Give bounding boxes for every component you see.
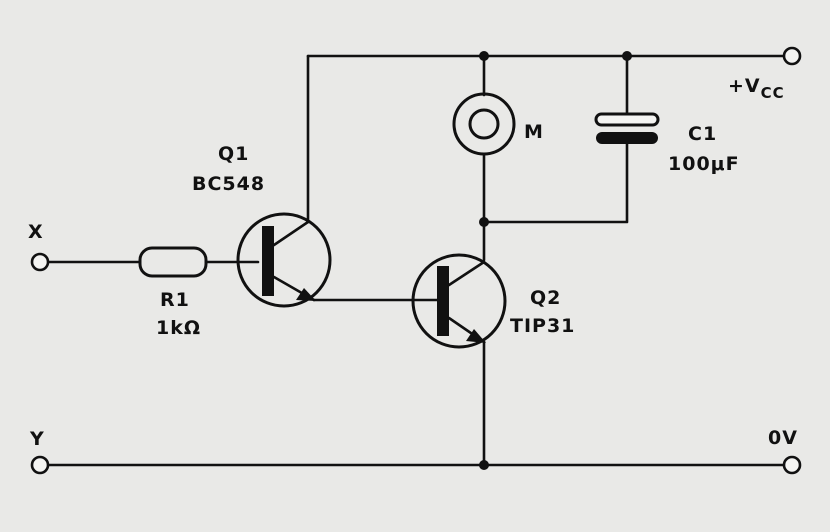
motor	[452, 92, 516, 156]
q2-part-label: TIP31	[510, 315, 575, 337]
c1-value-label: 100μF	[668, 153, 740, 175]
junction-dot	[479, 51, 489, 61]
terminal-y	[30, 455, 50, 475]
motor-label: M	[524, 121, 544, 143]
r1-resistor	[138, 246, 208, 278]
q2-ref-label: Q2	[530, 287, 561, 309]
c1-bottom-wire	[482, 138, 629, 224]
q1-ref-label: Q1	[218, 143, 249, 165]
terminal-vcc	[782, 46, 802, 66]
ground-label: 0V	[768, 427, 798, 449]
c1-capacitor	[594, 112, 660, 144]
junction-dot	[622, 51, 632, 61]
input-x-label: X	[28, 221, 44, 243]
r1-ref-label: R1	[160, 289, 190, 311]
q2-transistor	[411, 253, 507, 349]
vcc-label-subscript: CC	[761, 84, 785, 102]
q1-part-label: BC548	[192, 173, 265, 195]
vcc-label-main: +V	[728, 75, 761, 97]
junction-dot	[479, 217, 489, 227]
r1-value-label: 1kΩ	[156, 317, 201, 339]
junction-dot	[479, 460, 489, 470]
terminal-0v	[782, 455, 802, 475]
vcc-label: +VCC	[728, 75, 785, 102]
terminal-x	[30, 252, 50, 272]
c1-ref-label: C1	[688, 123, 717, 145]
input-y-label: Y	[29, 428, 45, 450]
q1-transistor	[236, 212, 332, 308]
